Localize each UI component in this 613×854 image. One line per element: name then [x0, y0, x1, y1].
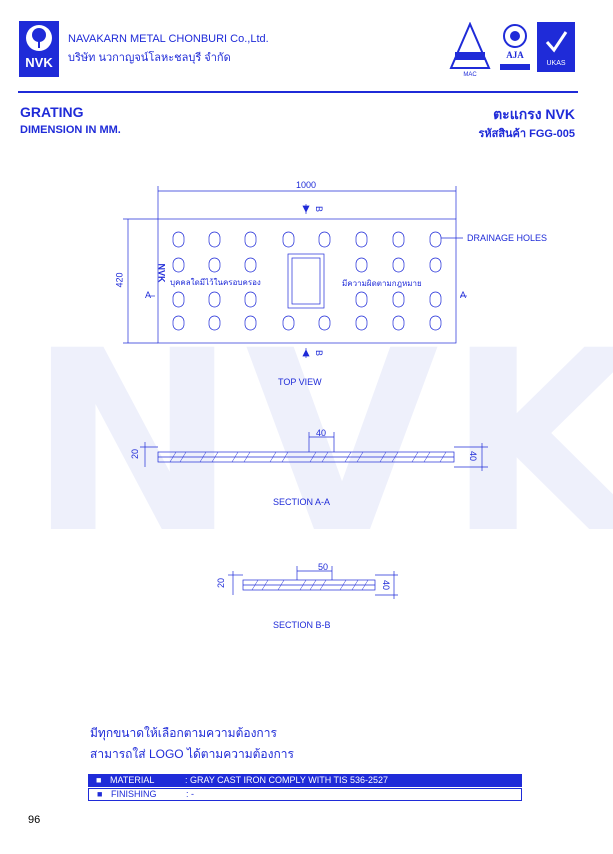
bullet-icon: ■: [97, 789, 103, 799]
logo-text: NVK: [25, 55, 53, 70]
section-bb-dim-top: 50: [318, 562, 329, 572]
section-aa-dim-top: 40: [316, 428, 327, 438]
product-code: รหัสสินค้า FGG-005: [478, 128, 575, 140]
technical-drawing: [123, 186, 488, 599]
drainage-holes-label: DRAINAGE HOLES: [467, 233, 548, 243]
mac-cert-text: MAC: [463, 72, 477, 78]
mac-cert-logo: MAC: [445, 21, 495, 78]
company-name-en: NAVAKARN METAL CHONBURI Co.,Ltd.: [68, 33, 269, 45]
company-name-th: บริษัท นวกาญจน์โลหะชลบุรี จำกัด: [68, 52, 231, 64]
spec-row-material: ■ MATERIAL : GRAY CAST IRON COMPLY WITH …: [88, 774, 522, 787]
bullet-icon: ■: [96, 775, 102, 785]
drainage-holes: [172, 231, 442, 331]
watermark-nvk: NVK: [28, 297, 613, 588]
section-a-marker-right: A: [460, 290, 467, 300]
tree-icon: [26, 25, 52, 51]
header-divider: [18, 91, 578, 93]
top-view-label: TOP VIEW: [278, 377, 322, 387]
product-title-en: GRATING: [20, 104, 84, 120]
plate-text-left: บุคคลใดมีไว้ในครอบครอง: [170, 278, 261, 287]
spec-row-finishing: ■ FINISHING : -: [88, 788, 522, 801]
section-b-marker-bottom: B: [314, 349, 325, 357]
plate-brand: NVK: [156, 263, 167, 283]
section-aa-drawing: [140, 432, 488, 471]
spec-label: MATERIAL: [110, 775, 155, 785]
section-bb-label: SECTION B-B: [273, 620, 331, 630]
top-view-outline: [157, 218, 457, 344]
dimension-note: DIMENSION IN MM.: [20, 124, 121, 136]
ukas-cert-logo: UKAS: [537, 22, 575, 78]
height-dimension: 420: [114, 272, 125, 288]
section-aa-label: SECTION A-A: [273, 497, 331, 507]
section-a-marker-left: A: [145, 290, 152, 300]
section-bb-dim-left: 20: [216, 577, 227, 589]
note-sizes: มีทุกขนาดให้เลือกตามความต้องการ: [90, 726, 277, 740]
section-b-marker-top: B: [314, 205, 325, 213]
product-title-th: ตะแกรง NVK: [493, 106, 575, 122]
section-bb-drawing: [228, 566, 398, 599]
aja-cert-text: AJA: [506, 50, 524, 60]
logo-plate: [287, 253, 325, 309]
spec-value: : GRAY CAST IRON COMPLY WITH TIS 536-252…: [185, 775, 389, 785]
section-aa-dim-right: 40: [468, 450, 479, 462]
section-aa-dim-left: 20: [130, 448, 141, 460]
aja-cert-logo: AJA: [498, 22, 532, 78]
spec-label: FINISHING: [111, 789, 157, 799]
width-dimension: 1000: [296, 180, 317, 190]
section-bb-dim-right: 40: [381, 579, 392, 591]
spec-value: : -: [186, 789, 194, 799]
ukas-cert-text: UKAS: [546, 60, 565, 67]
page-number: 96: [28, 814, 41, 826]
note-logo: สามารถใส่ LOGO ได้ตามความต้องการ: [90, 747, 294, 761]
plate-text-right: มีความผิดตามกฎหมาย: [342, 279, 422, 288]
